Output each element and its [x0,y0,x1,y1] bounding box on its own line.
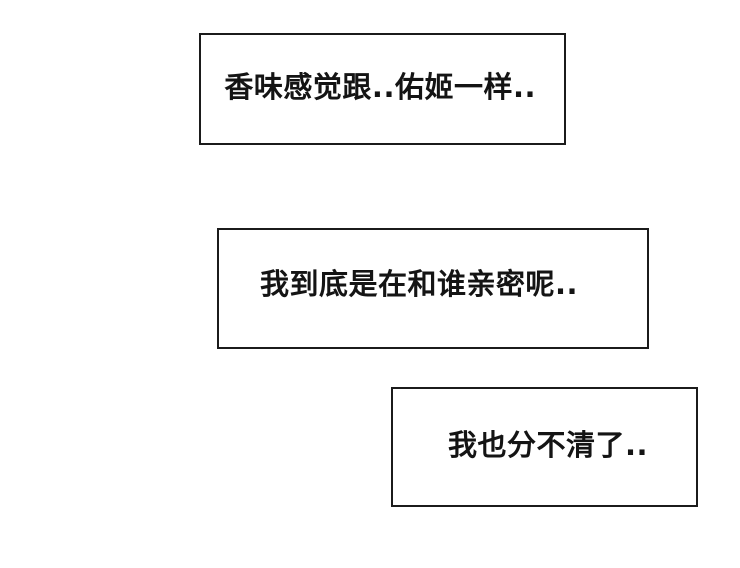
dialogue-text-3: 我也分不清了.. [447,428,648,462]
dialogue-box-1: 香味感觉跟..佑姬一样.. [199,33,566,145]
dialogue-text-2: 我到底是在和谁亲密呢.. [259,267,578,301]
dialogue-box-2: 我到底是在和谁亲密呢.. [217,228,649,349]
dialogue-box-3: 我也分不清了.. [391,387,698,507]
dialogue-text-1: 香味感觉跟..佑姬一样.. [224,70,536,104]
